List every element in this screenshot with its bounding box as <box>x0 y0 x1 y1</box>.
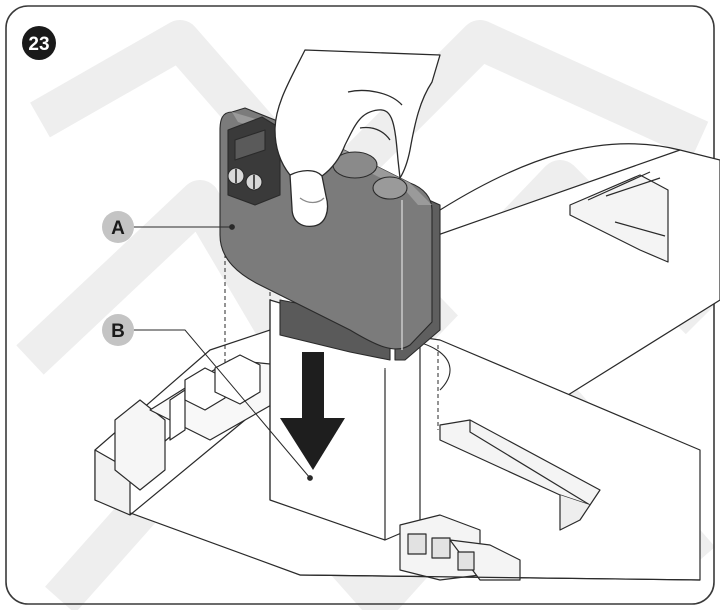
connector-icon <box>399 514 521 581</box>
callout-a-label: A <box>111 218 125 239</box>
terminal-block-icon <box>227 116 281 206</box>
control-unit-housing <box>94 143 720 581</box>
frame-border <box>5 5 715 605</box>
receiver-module <box>219 107 441 361</box>
callout-b-label: B <box>111 321 125 342</box>
alignment-guides <box>224 240 439 525</box>
callout-b: B <box>102 314 134 346</box>
arrow-down-icon <box>280 352 345 470</box>
callout-a: A <box>102 211 134 243</box>
hand-icon <box>274 49 441 228</box>
figure-number: 23 <box>28 34 49 55</box>
leader-lines <box>133 224 313 481</box>
figure-number-badge: 23 <box>22 26 56 60</box>
